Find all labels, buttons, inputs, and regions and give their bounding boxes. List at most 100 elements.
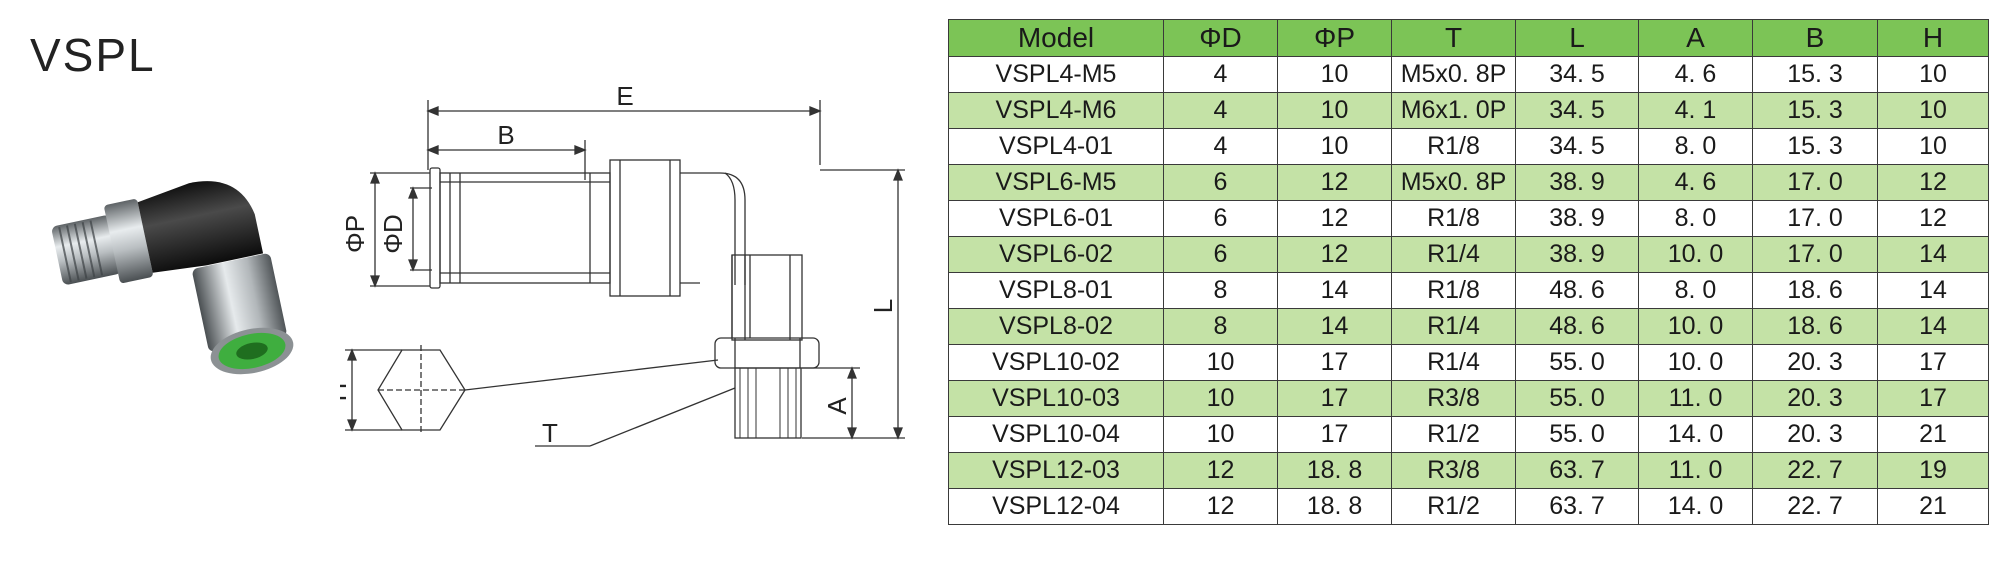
cell-a: 8. 0 [1638,272,1753,309]
cell-phi-p: 17 [1277,380,1392,417]
cell-t: R3/8 [1391,452,1516,489]
label-a: A [822,397,852,415]
header-model: Model [948,19,1164,57]
label-phi-d: ΦD [378,214,408,254]
cell-a: 10. 0 [1638,344,1753,381]
cell-t: R1/8 [1391,200,1516,237]
cell-model: VSPL8-02 [948,308,1164,345]
cell-h: 14 [1877,272,1989,309]
cell-phi-d: 6 [1163,200,1278,237]
cell-h: 12 [1877,200,1989,237]
header-a: A [1638,19,1753,57]
cell-l: 55. 0 [1515,344,1639,381]
cell-t: R3/8 [1391,380,1516,417]
cell-a: 4. 6 [1638,164,1753,201]
cell-a: 11. 0 [1638,452,1753,489]
cell-b: 15. 3 [1752,56,1878,93]
cell-a: 8. 0 [1638,200,1753,237]
label-phi-p: ΦP [340,215,370,253]
header-t: T [1391,19,1516,57]
cell-h: 17 [1877,344,1989,381]
cell-h: 14 [1877,308,1989,345]
cell-a: 4. 6 [1638,56,1753,93]
cell-model: VSPL6-02 [948,236,1164,273]
cell-h: 14 [1877,236,1989,273]
cell-phi-d: 12 [1163,488,1278,525]
cell-b: 20. 3 [1752,380,1878,417]
cell-t: R1/4 [1391,344,1516,381]
cell-l: 34. 5 [1515,128,1639,165]
cell-model: VSPL6-M5 [948,164,1164,201]
cell-t: R1/2 [1391,416,1516,453]
header-b: B [1752,19,1878,57]
cell-h: 19 [1877,452,1989,489]
cell-phi-p: 10 [1277,128,1392,165]
cell-phi-p: 10 [1277,56,1392,93]
cell-t: R1/4 [1391,236,1516,273]
cell-l: 34. 5 [1515,56,1639,93]
cell-t: M5x0. 8P [1391,56,1516,93]
cell-model: VSPL6-01 [948,200,1164,237]
cell-h: 21 [1877,488,1989,525]
cell-l: 63. 7 [1515,488,1639,525]
cell-phi-d: 8 [1163,272,1278,309]
cell-b: 17. 0 [1752,236,1878,273]
cell-b: 15. 3 [1752,128,1878,165]
cell-phi-d: 12 [1163,452,1278,489]
label-b: B [497,120,514,150]
cell-l: 63. 7 [1515,452,1639,489]
cell-phi-p: 12 [1277,164,1392,201]
cell-l: 48. 6 [1515,308,1639,345]
cell-model: VSPL8-01 [948,272,1164,309]
cell-model: VSPL4-01 [948,128,1164,165]
product-title: VSPL [30,29,156,81]
cell-l: 38. 9 [1515,236,1639,273]
header-h: H [1877,19,1989,57]
cell-phi-d: 6 [1163,236,1278,273]
cell-h: 10 [1877,92,1989,129]
cell-b: 22. 7 [1752,452,1878,489]
cell-model: VSPL4-M6 [948,92,1164,129]
cell-b: 18. 6 [1752,272,1878,309]
cell-t: R1/8 [1391,272,1516,309]
cell-a: 11. 0 [1638,380,1753,417]
cell-a: 14. 0 [1638,488,1753,525]
cell-l: 34. 5 [1515,92,1639,129]
label-e: E [616,81,633,111]
cell-model: VSPL10-03 [948,380,1164,417]
label-h: H [340,383,352,402]
cell-b: 20. 3 [1752,344,1878,381]
cell-h: 10 [1877,56,1989,93]
cell-phi-d: 4 [1163,56,1278,93]
cell-phi-d: 10 [1163,416,1278,453]
header-l: L [1515,19,1639,57]
cell-model: VSPL12-03 [948,452,1164,489]
cell-t: R1/4 [1391,308,1516,345]
cell-phi-p: 12 [1277,200,1392,237]
header-phi-d: ΦD [1163,19,1278,57]
cell-phi-d: 10 [1163,380,1278,417]
cell-model: VSPL10-02 [948,344,1164,381]
cell-b: 22. 7 [1752,488,1878,525]
cell-t: R1/2 [1391,488,1516,525]
cell-t: M6x1. 0P [1391,92,1516,129]
cell-t: M5x0. 8P [1391,164,1516,201]
cell-a: 8. 0 [1638,128,1753,165]
cell-phi-p: 14 [1277,272,1392,309]
header-phi-p: ΦP [1277,19,1392,57]
cell-b: 18. 6 [1752,308,1878,345]
cell-h: 12 [1877,164,1989,201]
cell-phi-d: 4 [1163,92,1278,129]
